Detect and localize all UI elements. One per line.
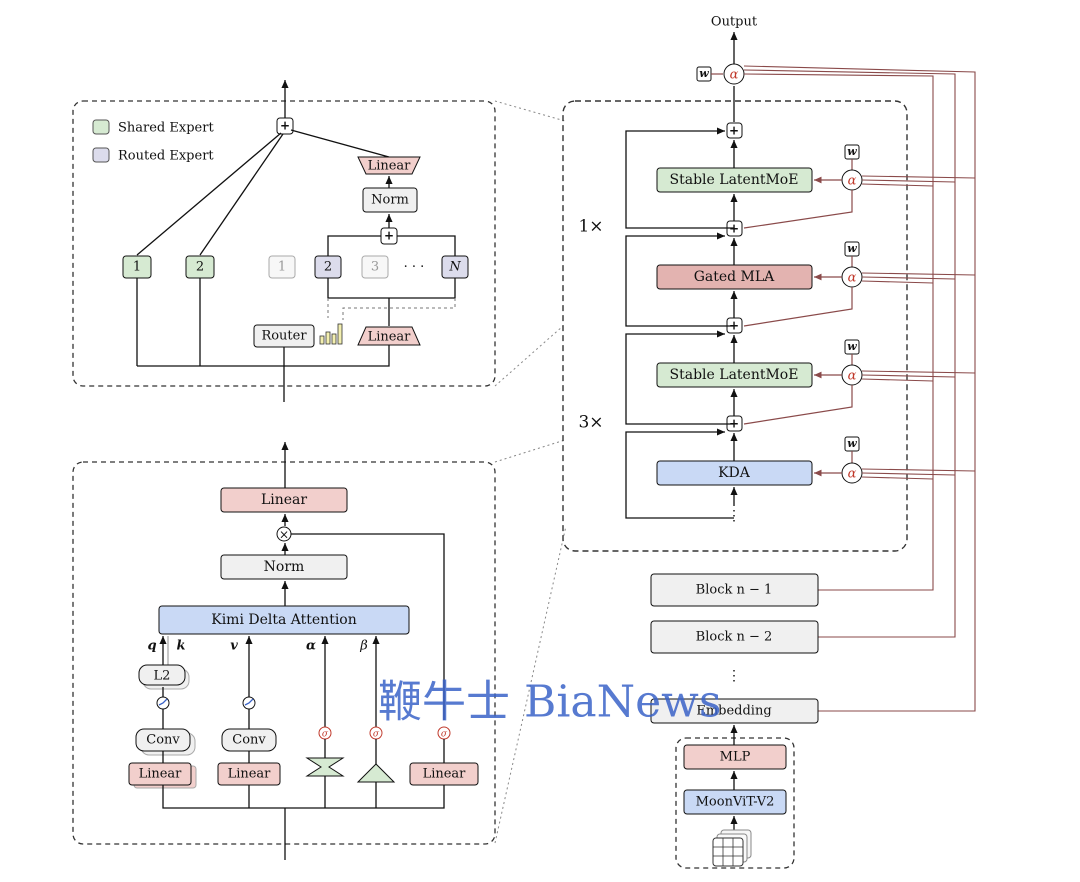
svg-text:w: w [847, 145, 857, 158]
svg-text:Conv: Conv [146, 733, 180, 748]
block-n-minus-2 [650, 620, 819, 654]
moe-norm [362, 187, 418, 213]
kda-alpha-lowrank [305, 757, 345, 777]
svg-text:2: 2 [324, 260, 332, 275]
kda-input-k: k [176, 639, 185, 654]
svg-text:1: 1 [278, 260, 286, 275]
svg-text:α: α [730, 68, 739, 83]
moe-linear-bottom [357, 326, 421, 346]
moe-sum-node [276, 117, 294, 135]
svg-text:α: α [848, 369, 857, 384]
main-stack: Output w α 1× 3× + + + + Stable LatentMo… [562, 15, 976, 869]
svg-text:3: 3 [371, 260, 379, 275]
routed-expert-ellipsis: · · · [404, 260, 425, 275]
svg-text:N: N [448, 260, 461, 275]
svg-text:w: w [699, 67, 709, 80]
stack-continuation: ⋮ [727, 508, 741, 524]
svg-text:+: + [729, 124, 739, 138]
svg-text:KDA: KDA [718, 465, 751, 481]
svg-text:Linear: Linear [423, 767, 467, 782]
embedding-block [650, 698, 819, 724]
svg-text:Embedding: Embedding [696, 704, 771, 719]
svg-text:+: + [280, 119, 290, 133]
routed-expert-3 [361, 255, 389, 279]
svg-text:Linear: Linear [368, 159, 412, 174]
svg-text:w: w [847, 242, 857, 255]
legend-shared-swatch [92, 119, 110, 135]
kda-beta-linear [356, 763, 396, 783]
moe-panel: Shared Expert Routed Expert + Linear Nor… [72, 80, 496, 402]
svg-text:Stable LatentMoE: Stable LatentMoE [670, 172, 799, 188]
svg-text:Kimi Delta Attention: Kimi Delta Attention [211, 612, 357, 628]
kda-input-q: q [147, 639, 156, 654]
svg-text:w: w [847, 340, 857, 353]
kda-input-v: v [230, 639, 238, 654]
legend-shared-label: Shared Expert [118, 121, 214, 136]
svg-text:Block n − 1: Block n − 1 [696, 583, 773, 598]
svg-text:α: α [848, 174, 857, 189]
svg-text:α: α [848, 271, 857, 286]
svg-text:Conv: Conv [232, 733, 266, 748]
routed-expert-1 [268, 255, 296, 279]
svg-text:σ: σ [373, 730, 380, 740]
svg-text:Router: Router [261, 329, 307, 344]
output-label: Output [711, 15, 758, 30]
block-n-minus-1 [650, 573, 819, 607]
svg-text:Linear: Linear [139, 767, 183, 782]
moe-linear-top [357, 156, 421, 175]
moonvit-block [683, 789, 787, 815]
legend-routed-swatch [92, 147, 110, 163]
image-patches-icon [712, 829, 752, 867]
blocks-continuation: ⋮ [727, 668, 741, 684]
svg-text:Linear: Linear [368, 330, 412, 345]
svg-text:×: × [279, 528, 289, 542]
mlp-block [683, 744, 787, 770]
svg-text:L2: L2 [154, 669, 171, 684]
kimi-delta-attention [158, 605, 410, 635]
residual-sum-1 [726, 122, 743, 139]
svg-text:1: 1 [133, 260, 141, 275]
svg-text:Norm: Norm [371, 193, 409, 208]
kda-linear-qk [128, 762, 192, 786]
kda-linear-top [220, 487, 348, 513]
kda-l2 [138, 664, 186, 686]
kda-input-beta: β [359, 639, 368, 654]
svg-text:Stable LatentMoE: Stable LatentMoE [670, 367, 799, 383]
routing-scores-icon [319, 323, 343, 345]
watermark: 鞭牛士 BiaNews [378, 677, 721, 728]
kda-panel: Linear × Norm Kimi Delta Attention q k v… [72, 442, 496, 860]
svg-text:α: α [848, 467, 857, 482]
svg-text:+: + [384, 229, 394, 243]
svg-text:Gated MLA: Gated MLA [694, 269, 775, 285]
svg-text:MoonViT-V2: MoonViT-V2 [696, 795, 775, 810]
svg-text:σ: σ [441, 730, 448, 740]
alpha-group-1: w α [743, 144, 863, 229]
legend-routed-label: Routed Expert [118, 149, 214, 164]
svg-text:Linear: Linear [261, 492, 307, 508]
repeat-1x-label: 1× [578, 217, 603, 237]
alpha-group-4: w α [814, 436, 863, 484]
svg-text:MLP: MLP [720, 750, 751, 765]
alpha-group-2: w α [743, 241, 863, 327]
kda-norm [220, 554, 348, 580]
svg-text:w: w [847, 437, 857, 450]
svg-text:σ: σ [322, 730, 329, 740]
svg-text:2: 2 [196, 260, 204, 275]
svg-text:Linear: Linear [228, 767, 272, 782]
svg-text:Norm: Norm [264, 559, 305, 575]
kda-input-alpha: α [306, 639, 316, 654]
svg-text:Block n − 2: Block n − 2 [696, 630, 773, 645]
alpha-group-3: w α [743, 339, 863, 425]
repeat-3x-label: 3× [578, 413, 603, 433]
